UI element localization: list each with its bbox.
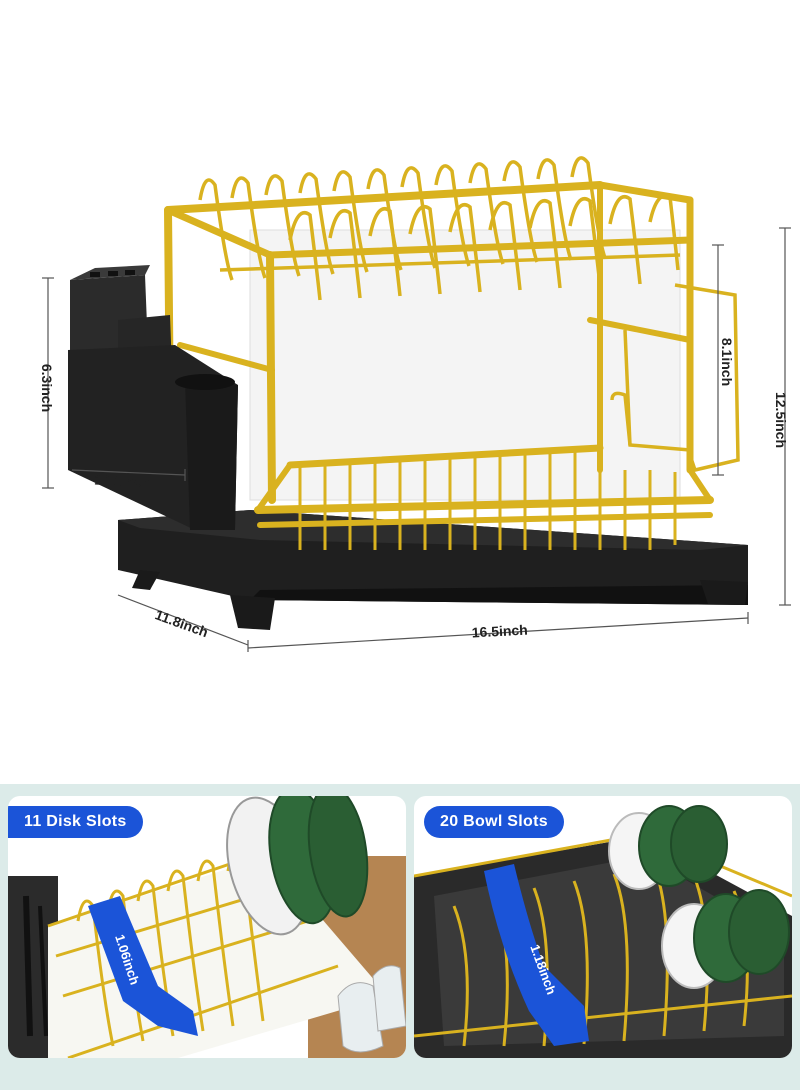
dimension-lines <box>42 227 791 652</box>
lower-basket-wires <box>298 449 677 550</box>
detail-panels: 1.06inch 11 Disk Slots <box>0 784 800 1090</box>
total-height-label: 12.5inch <box>773 392 789 448</box>
drain-tray <box>118 510 748 630</box>
upper-plate-wires <box>198 156 681 301</box>
depth-label: 11.8inch <box>153 606 210 640</box>
back-panel <box>249 229 681 501</box>
disk-slots-badge: 11 Disk Slots <box>8 806 143 838</box>
product-dimensions-illustration: 6.3inch 10.1inch 8.1inch 12.5inch 11.8in… <box>39 156 791 652</box>
bowl-slots-badge: 20 Bowl Slots <box>424 806 564 838</box>
disk-slots-panel: 1.06inch 11 Disk Slots <box>8 796 406 1058</box>
disk-slots-illustration: 1.06inch <box>8 796 406 1058</box>
bowl-slots-panel: 1.18inch 20 Bowl Slots <box>414 796 792 1058</box>
caddy-height-label: 6.3inch <box>39 364 55 412</box>
length-label: 16.5inch <box>471 622 528 641</box>
caddy-width-label: 10.1inch <box>94 472 151 491</box>
gold-frame <box>164 181 714 528</box>
bowl-slots-illustration: 1.18inch <box>414 805 792 1058</box>
upper-tier-height-label: 8.1inch <box>719 338 735 386</box>
cutting-board-holder <box>610 283 740 473</box>
utensil-caddy <box>68 265 238 530</box>
